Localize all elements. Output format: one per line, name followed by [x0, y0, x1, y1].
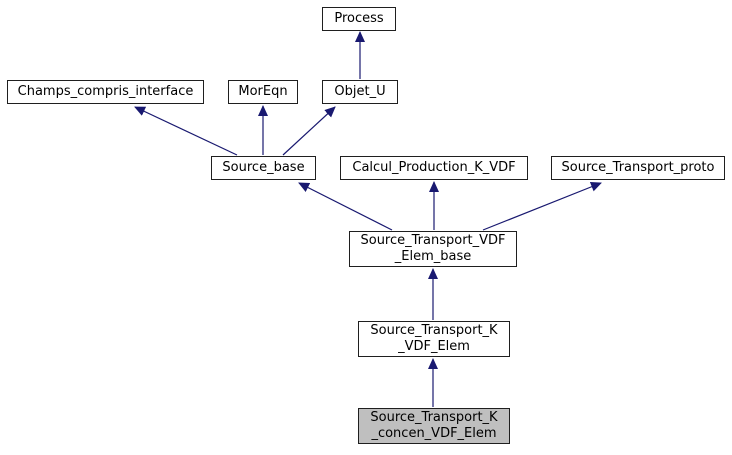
node-source-base[interactable]: Source_base: [211, 156, 316, 180]
node-source-transport-k-vdf-elem[interactable]: Source_Transport_K _VDF_Elem: [358, 321, 510, 357]
edge-source_base-to-champs_compris_interface: [134, 106, 238, 156]
node-moreqn[interactable]: MorEqn: [228, 80, 298, 104]
node-source-transport-proto[interactable]: Source_Transport_proto: [551, 156, 725, 180]
node-source-transport-vdf-elem-base[interactable]: Source_Transport_VDF _Elem_base: [349, 231, 517, 267]
node-source-transport-k-concen-vdf-elem: Source_Transport_K _concen_VDF_Elem: [358, 408, 510, 444]
edge-source_base-to-objet_u: [282, 106, 336, 156]
node-objet-u[interactable]: Objet_U: [322, 80, 398, 104]
node-champs-compris-interface[interactable]: Champs_compris_interface: [7, 80, 204, 104]
edge-source_transport_vdf_elem_base-to-source_transport_proto: [482, 182, 602, 231]
node-calcul-production-k-vdf[interactable]: Calcul_Production_K_VDF: [340, 156, 528, 180]
edge-source_transport_vdf_elem_base-to-source_base: [298, 182, 393, 231]
node-process[interactable]: Process: [322, 7, 396, 31]
